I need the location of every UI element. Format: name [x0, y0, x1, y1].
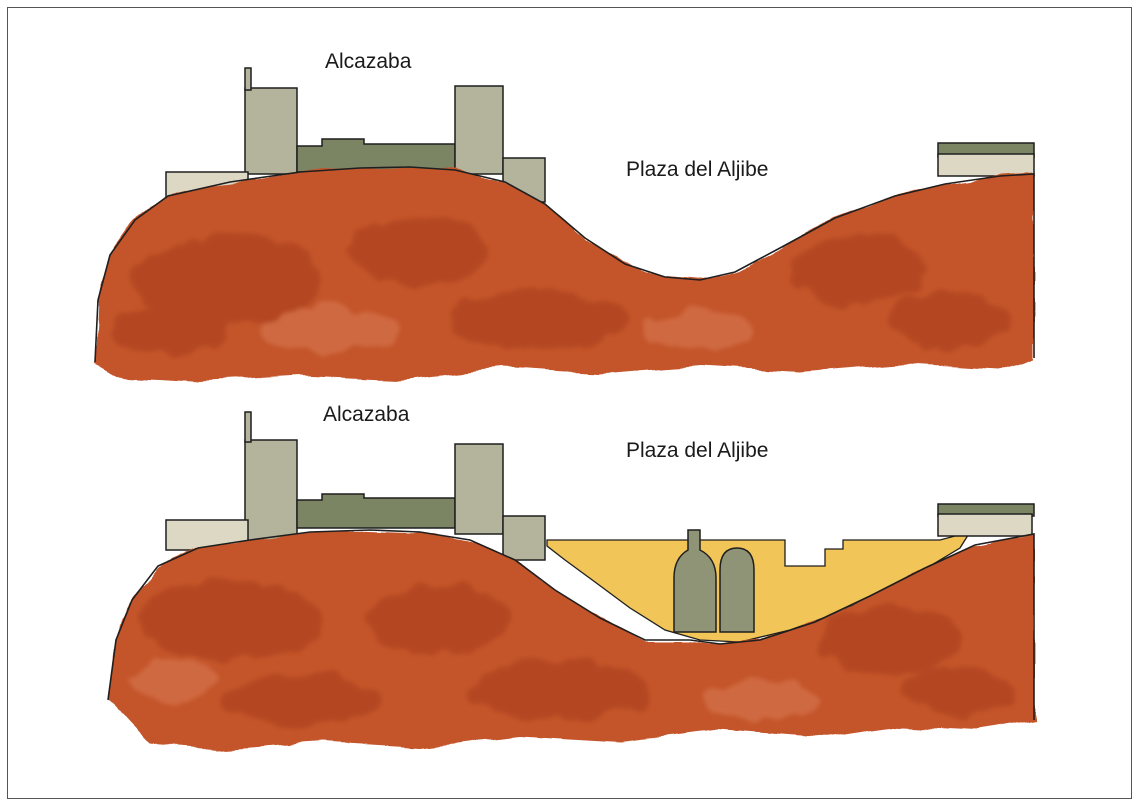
right-building-top [938, 143, 1034, 176]
castle-right-tower [455, 86, 503, 174]
castle-left-spire [245, 412, 251, 442]
castle-right-tower [455, 444, 503, 534]
castle-right-annex [503, 516, 545, 560]
label-plaza-del-aljibe-bottom: Plaza del Aljibe [626, 439, 768, 463]
label-alcazaba-bottom: Alcazaba [323, 403, 409, 427]
label-plaza-del-aljibe-top: Plaza del Aljibe [626, 158, 768, 182]
panel-before [95, 68, 1034, 382]
castle-central-wall [297, 494, 455, 528]
panel-after [108, 412, 1034, 750]
cistern-arch [720, 548, 754, 632]
castle-left-spire [245, 68, 251, 90]
castle-left-tower [245, 440, 297, 548]
right-building-bottom [938, 504, 1034, 536]
label-alcazaba-top: Alcazaba [325, 50, 411, 74]
castle-left-tower [245, 88, 297, 174]
